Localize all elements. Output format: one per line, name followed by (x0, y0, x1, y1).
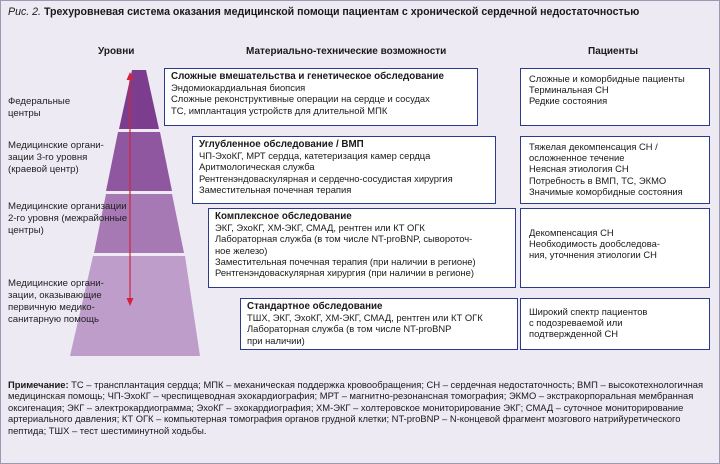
caption-title: Трехуровневая система оказания медицинск… (43, 6, 640, 18)
level-pyramid (70, 70, 200, 356)
level-arrow-head-down (126, 298, 134, 306)
header-levels: Уровни (98, 46, 135, 57)
header-resources: Материально-технические возможности (246, 46, 447, 57)
resource-box-comprehensive-examination: Комплексное обследование ЭКГ, ЭхоКГ, ХМ-… (208, 208, 516, 288)
resource-box-standard-examination: Стандартное обследование ТШХ, ЭКГ, ЭхоКГ… (240, 298, 518, 350)
resource-box-complex-interventions: Сложные вмешательства и генетическое обс… (164, 68, 478, 126)
resource-box-in-depth-examination: Углубленное обследование / ВМП ЧП-ЭхоКГ,… (192, 136, 496, 204)
notes-text: ТС – трансплантация сердца; МПК – механи… (8, 379, 704, 436)
level-arrow-head-up (126, 72, 134, 80)
patients-box-federal: Сложные и коморбидные пациенты Терминаль… (520, 68, 710, 126)
notes-heading: Примечание: (8, 379, 69, 390)
pyramid-tier-2nd-level (94, 194, 184, 253)
level-label-3rd: Медицинские органи-зации 3-го уровня(кра… (8, 140, 104, 175)
pyramid-tier-primary (70, 256, 200, 356)
header-patients: Пациенты (588, 46, 639, 57)
figure-notes: Примечание: ТС – трансплантация сердца; … (8, 379, 708, 436)
pyramid-tier-3rd-level (106, 132, 172, 191)
caption-label: Рис. 2. (8, 6, 41, 18)
figure-caption: Рис. 2. Трехуровневая система оказания м… (8, 6, 639, 18)
patients-box-primary: Широкий спектр пациентов с подозреваемой… (520, 298, 710, 350)
patients-box-3rd-level: Тяжелая декомпенсация СН / осложненное т… (520, 136, 710, 204)
patients-box-2nd-level: Декомпенсация СН Необходимость дообследо… (520, 208, 710, 288)
pyramid-tier-federal (119, 70, 159, 129)
